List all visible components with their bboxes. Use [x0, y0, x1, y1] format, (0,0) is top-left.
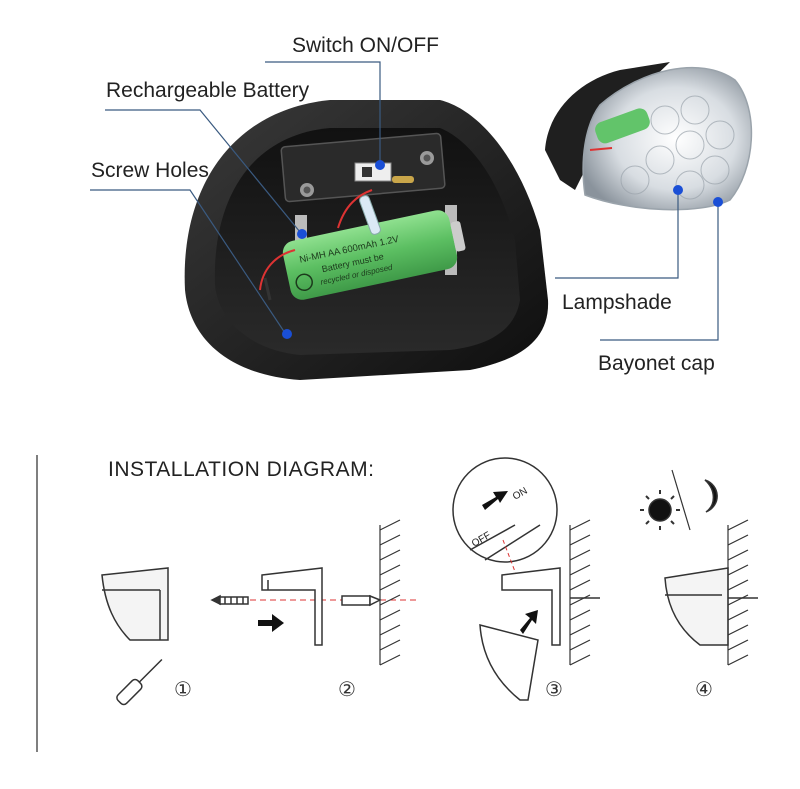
install-step-1 [101, 567, 169, 706]
label-lampshade: Lampshade [562, 291, 672, 314]
lampshade-shape [479, 624, 539, 701]
dome-light [545, 62, 753, 211]
switch-body [354, 162, 392, 182]
label-switch: Switch ON/OFF [292, 34, 440, 57]
moon-icon [704, 479, 718, 513]
label-screw-holes: Screw Holes [91, 159, 209, 182]
resistor [392, 176, 414, 183]
led-bulb [359, 195, 381, 235]
wall [569, 519, 591, 666]
marker-dot [713, 197, 723, 207]
install-step-3 [452, 457, 600, 701]
step-2-number: ② [338, 677, 356, 701]
arrow-icon [520, 610, 538, 634]
main-light: Ni-MH AA 600mAh 1.2V Battery must be rec… [184, 100, 549, 380]
label-battery: Rechargeable Battery [106, 79, 310, 102]
screwdriver-icon [116, 658, 163, 706]
dome-shade [582, 66, 753, 211]
callout-screw [90, 189, 286, 334]
installation-title: INSTALLATION DIAGRAM: [108, 458, 375, 481]
sun-icon [640, 490, 680, 530]
marker-dot [297, 229, 307, 239]
wall-plug [341, 595, 371, 606]
install-step-4 [640, 469, 758, 666]
callout-battery [105, 109, 301, 233]
step-3-number: ③ [545, 677, 563, 701]
install-step-2 [210, 519, 420, 666]
marker-dot [282, 329, 292, 339]
arrow-icon [258, 614, 284, 632]
marker-dot [673, 185, 683, 195]
label-bayonet-cap: Bayonet cap [598, 352, 715, 375]
battery-body [282, 210, 458, 300]
screw-icon [210, 594, 221, 606]
recycle-icon [295, 273, 313, 292]
step-1-number: ① [174, 677, 192, 701]
arrow-icon [482, 491, 508, 510]
wall [727, 519, 749, 666]
wall [379, 519, 401, 666]
magnify-circle [452, 457, 558, 563]
callout-bayonet [600, 202, 719, 341]
step-4-number: ④ [695, 677, 713, 701]
callout-switch [265, 61, 381, 165]
callout-lines [90, 61, 719, 341]
marker-dot [375, 160, 385, 170]
callout-lampshade [555, 192, 679, 279]
marker-dots [282, 160, 723, 339]
